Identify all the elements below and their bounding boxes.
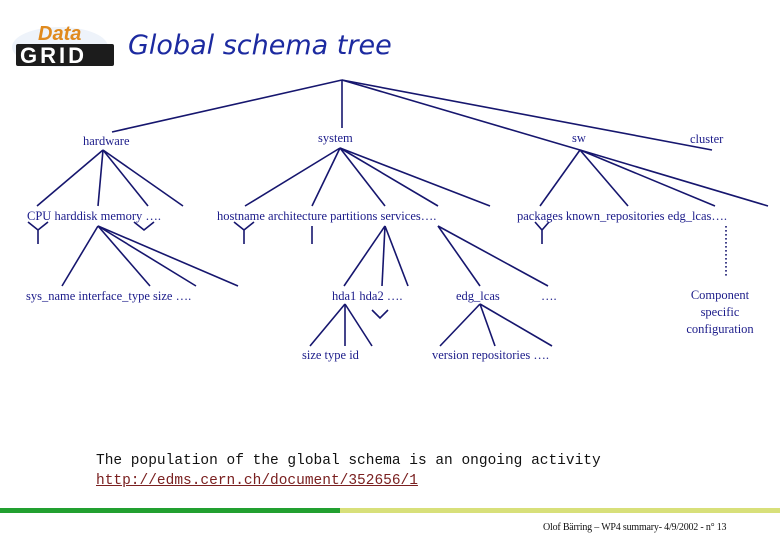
- node-edglcas-children: version repositories ….: [432, 348, 549, 362]
- stub-hostname: [233, 221, 255, 244]
- edge-sw-packages: [539, 149, 581, 207]
- edge-system-architecture: [311, 147, 341, 207]
- edge-partitions-more: [384, 225, 409, 287]
- edge-edglcas-version: [439, 303, 481, 347]
- edge-hardware-harddisk: [97, 149, 104, 207]
- edge-partitions-hda2: [381, 225, 386, 287]
- population-note-text: The population of the global schema is a…: [96, 453, 601, 469]
- node-component-config: Component specific configuration: [686, 288, 754, 336]
- node-sw-children: packages known_repositories edg_lcas….: [517, 209, 728, 223]
- svg-text:GRID: GRID: [20, 43, 87, 68]
- page-title: Global schema tree: [128, 30, 392, 61]
- edge-hda1-size: [309, 303, 346, 347]
- edms-document-link[interactable]: http://edms.cern.ch/document/352656/1: [96, 473, 418, 489]
- edge-root-hardware: [111, 79, 343, 133]
- edge-hardware-cpu: [36, 149, 104, 207]
- node-harddisk-children: sys_name interface_type size ….: [26, 289, 192, 303]
- footer-bar-green: [0, 508, 340, 513]
- edge-services-edglcas: [437, 225, 481, 287]
- edge-sw-known-repositories: [579, 149, 629, 207]
- node-partitions-children: hda1 hda2 ….: [332, 289, 403, 303]
- edge-harddisk-more: [97, 225, 239, 287]
- edge-system-hostname: [244, 147, 341, 207]
- svg-text:Data: Data: [38, 23, 81, 45]
- node-cluster: cluster: [690, 132, 724, 146]
- node-system: system: [318, 131, 353, 145]
- edge-services-more: [437, 225, 549, 287]
- edge-edglcas-more: [479, 303, 553, 347]
- node-services-edglcas: edg_lcas: [456, 289, 500, 303]
- edge-hardware-more: [102, 149, 184, 207]
- edge-system-more: [339, 147, 491, 207]
- footer-bar-yellow: [340, 508, 780, 513]
- node-services-more: ….: [541, 289, 557, 303]
- node-system-children: hostname architecture partitions service…: [217, 209, 437, 223]
- population-note: The population of the global schema is a…: [96, 451, 601, 491]
- edge-root-cluster: [341, 79, 713, 151]
- edge-system-services: [339, 147, 439, 207]
- datagrid-logo: Data GRID: [12, 23, 114, 68]
- edge-sw-edg-lcas: [579, 149, 716, 207]
- edge-harddisk-sysname: [61, 225, 99, 287]
- edge-partitions-hda1: [343, 225, 386, 287]
- footer-credit: Olof Bärring – WP4 summary- 4/9/2002 - n…: [543, 522, 727, 533]
- stub-cpu: [27, 221, 49, 244]
- edge-hda1-id: [344, 303, 373, 347]
- node-hardware: hardware: [83, 134, 130, 148]
- edge-system-partitions: [339, 147, 386, 207]
- edge-sw-more: [579, 149, 769, 207]
- edge-edglcas-repositories: [479, 303, 496, 347]
- edge-hardware-memory: [102, 149, 149, 207]
- edge-harddisk-size: [97, 225, 197, 287]
- node-sw: sw: [572, 131, 586, 145]
- stub-packages: [534, 221, 550, 244]
- stub-hda2: [371, 309, 389, 320]
- node-hardware-children: CPU harddisk memory ….: [27, 209, 162, 223]
- edge-root-sw: [341, 79, 581, 151]
- node-hda1-children: size type id: [302, 348, 359, 362]
- stub-memory: [133, 221, 155, 232]
- edge-harddisk-interface: [97, 225, 151, 287]
